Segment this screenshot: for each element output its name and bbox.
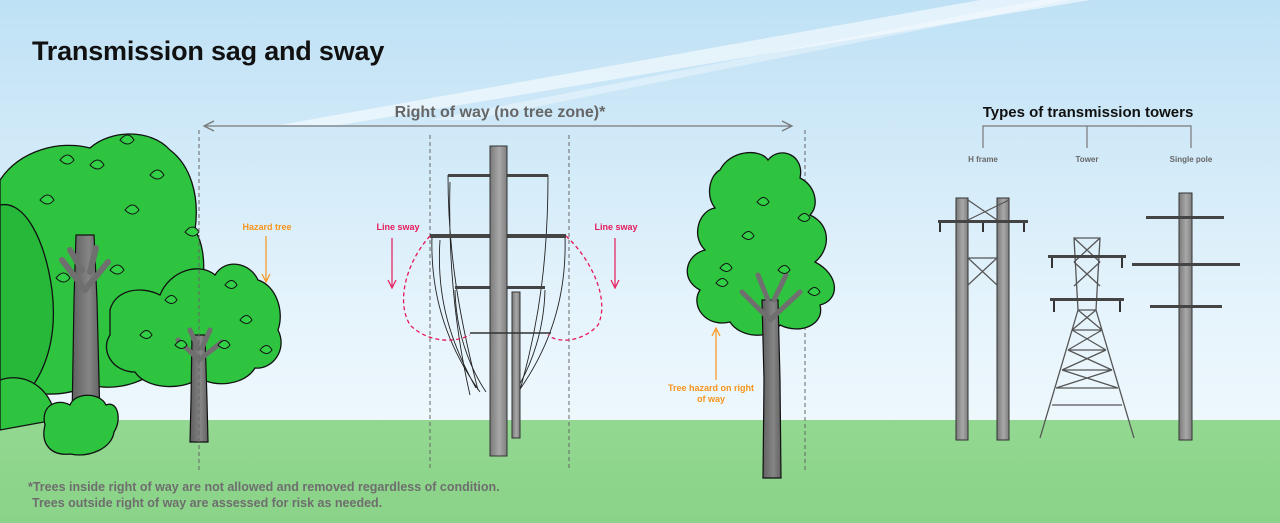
light-ray	[280, 0, 1090, 125]
footnote-line-1: *Trees inside right of way are not allow…	[28, 480, 500, 494]
right-of-way-label: Right of way (no tree zone)*	[394, 104, 606, 121]
tree-hazard-outside	[105, 263, 282, 443]
line-sway-arrow-right-head	[610, 279, 620, 290]
hazard-tree-label: Hazard tree	[242, 222, 292, 232]
central-transmission-pole	[402, 145, 603, 457]
hazard-tree-arrow-head	[261, 273, 271, 284]
line-sway-left-label: Line sway	[376, 222, 420, 232]
tower-types-title: Types of transmission towers	[982, 104, 1194, 121]
tower-type-tower: Tower	[1075, 155, 1099, 164]
single-pole-tower	[1132, 192, 1240, 441]
tower-type-single-pole: Single pole	[1169, 155, 1213, 164]
h-frame-tower	[938, 197, 1028, 441]
footnote: *Trees inside right of way are not allow…	[28, 479, 500, 511]
footnote-line-2: Trees outside right of way are assessed …	[32, 496, 383, 510]
light-ray	[430, 0, 1070, 120]
tower-type-h-frame: H frame	[968, 155, 998, 164]
lattice-tower	[1039, 237, 1135, 439]
bush-front-left	[43, 394, 119, 456]
line-sway-arrow-left-head	[387, 279, 397, 290]
tree-hazard-on-row	[686, 151, 836, 479]
row-arrow-left-head	[202, 120, 215, 132]
row-arrow-right-head	[781, 120, 794, 132]
tree-hazard-on-row-label: Tree hazard on right of way	[668, 383, 755, 404]
ground	[0, 420, 1280, 523]
types-bracket	[982, 125, 1192, 148]
tree-hazard-on-row-arrow-head	[711, 326, 721, 337]
line-sway-right-label: Line sway	[594, 222, 638, 232]
page-title: Transmission sag and sway	[32, 36, 385, 66]
